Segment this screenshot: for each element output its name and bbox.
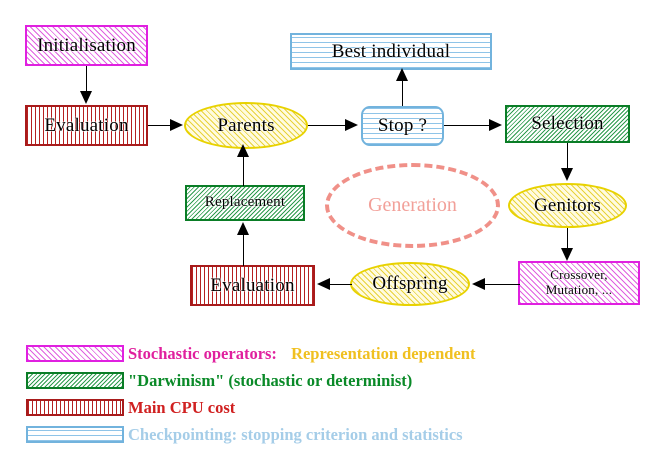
node-evaluation-bottom[interactable]: Evaluation xyxy=(190,265,315,306)
node-replacement[interactable]: Replacement xyxy=(185,185,305,221)
node-best-individual-label: Best individual xyxy=(331,40,451,62)
edge-crossover-to-offspring xyxy=(478,284,520,285)
node-replacement-label: Replacement xyxy=(204,194,286,211)
arrowhead-replacement-to-parents xyxy=(237,144,249,157)
legend-label-darwinism: "Darwinism" (stochastic or determinist) xyxy=(128,370,413,390)
legend-row: "Darwinism" (stochastic or determinist) xyxy=(0,367,662,394)
legend-text-primary: Stochastic operators: xyxy=(128,343,277,363)
edge-stop-to-selection xyxy=(444,125,492,126)
edge-offspring-to-evaluation xyxy=(322,284,352,285)
arrowhead-offspring-to-evaluation xyxy=(317,278,330,290)
legend-swatch-stochastic-operators xyxy=(26,345,124,362)
node-evaluation-top[interactable]: Evaluation xyxy=(25,105,148,146)
node-evaluation-bottom-label: Evaluation xyxy=(210,274,295,296)
node-parents-label: Parents xyxy=(217,114,275,136)
legend-label-main-cpu-cost: Main CPU cost xyxy=(128,397,236,417)
legend-label-stochastic-operators: Stochastic operators: Representation dep… xyxy=(128,344,475,364)
edge-genitors-to-crossover xyxy=(567,228,568,252)
node-crossover-line1: Crossover, xyxy=(550,267,608,283)
edge-evaluation-to-parents xyxy=(148,125,174,126)
node-initialisation-label: Initialisation xyxy=(37,34,136,56)
node-parents[interactable]: Parents xyxy=(184,102,308,149)
edge-stop-to-best-individual xyxy=(402,76,403,106)
generation-boundary: Generation xyxy=(325,163,500,248)
arrowhead-stop-to-selection xyxy=(489,119,502,131)
legend: Stochastic operators: Representation dep… xyxy=(0,340,662,448)
node-selection[interactable]: Selection xyxy=(505,105,630,143)
legend-swatch-checkpointing xyxy=(26,426,124,443)
edge-parents-to-stop xyxy=(308,125,348,126)
node-genitors-label: Genitors xyxy=(533,194,602,216)
arrowhead-stop-to-best-individual xyxy=(396,68,408,81)
arrowhead-genitors-to-crossover xyxy=(561,248,573,261)
legend-row: Main CPU cost xyxy=(0,394,662,421)
legend-row: Stochastic operators: Representation dep… xyxy=(0,340,662,367)
node-offspring-label: Offspring xyxy=(372,273,448,295)
arrowhead-initialisation-to-evaluation xyxy=(80,91,92,104)
arrowhead-evaluation-to-parents xyxy=(170,119,183,131)
arrowhead-parents-to-stop xyxy=(345,119,358,131)
node-best-individual[interactable]: Best individual xyxy=(290,33,492,70)
generation-label: Generation xyxy=(368,194,457,216)
node-evaluation-top-label: Evaluation xyxy=(44,114,129,136)
node-offspring[interactable]: Offspring xyxy=(350,262,470,306)
legend-label-checkpointing: Checkpointing: stopping criterion and st… xyxy=(128,424,463,444)
edge-replacement-to-parents xyxy=(243,152,244,186)
legend-row: Checkpointing: stopping criterion and st… xyxy=(0,421,662,448)
node-crossover-line2: Mutation, ... xyxy=(545,282,613,297)
edge-selection-to-genitors xyxy=(567,143,568,171)
edge-initialisation-to-evaluation xyxy=(86,66,87,93)
node-genitors[interactable]: Genitors xyxy=(508,183,627,228)
legend-swatch-main-cpu-cost xyxy=(26,399,124,416)
node-selection-label: Selection xyxy=(531,113,604,135)
node-crossover-mutation[interactable]: Crossover, Mutation, ... xyxy=(518,261,640,305)
arrowhead-evaluation-to-replacement xyxy=(237,222,249,235)
node-initialisation[interactable]: Initialisation xyxy=(25,25,148,66)
edge-evaluation-to-replacement xyxy=(243,230,244,266)
node-stop-label: Stop ? xyxy=(377,115,428,137)
node-stop[interactable]: Stop ? xyxy=(361,106,444,146)
arrowhead-selection-to-genitors xyxy=(561,168,573,181)
legend-text-secondary: Representation dependent xyxy=(291,343,476,363)
arrowhead-crossover-to-offspring xyxy=(472,278,485,290)
legend-swatch-darwinism xyxy=(26,372,124,389)
